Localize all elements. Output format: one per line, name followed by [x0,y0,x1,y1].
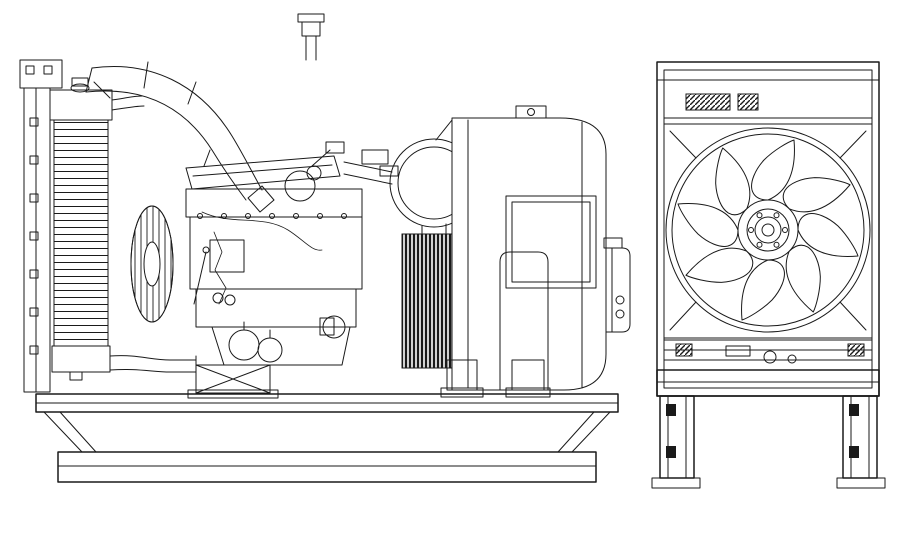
base-skid-side [35,393,619,483]
duct-clamp [143,61,149,89]
tank-bracket [725,345,751,357]
radiator-assembly [19,59,197,393]
support-leg-left [651,395,701,489]
channel-bolt-squares [29,117,39,355]
duct-flange [247,185,275,213]
lower-block [195,288,357,328]
radiator-mount-channel [23,87,51,393]
lifting-lug [515,105,547,119]
front-view [651,61,886,489]
starter-motor [319,315,346,339]
rear-bracket [361,149,389,165]
radiator-top-tank [49,89,113,121]
skid-bottom-beam [57,451,597,483]
duct-clamp [187,81,197,105]
fan-shroud [663,123,873,339]
oil-pan [211,326,351,366]
support-leg-right [836,395,886,489]
foot-pad [651,477,701,489]
air-discharge-duct [85,61,275,213]
alternator-frame [451,117,607,391]
dipstick [193,251,207,305]
terminal-housing [603,237,631,333]
bolt-hole [666,404,676,416]
fan-guard-ring [665,127,871,333]
engine [185,13,399,399]
fuel-filters [228,321,283,363]
drain-plug [763,350,777,364]
bracket-bolt-squares [25,65,53,75]
fuel-lines [213,231,227,305]
wiring-harness [201,211,323,251]
bolt-hole [666,446,676,458]
turbo-duct [343,161,393,185]
fan [665,127,871,333]
breather-pipe [297,13,325,61]
alternator-access-panel [505,195,597,289]
upper-coolant-hose [111,95,145,111]
fan-hub [737,199,799,261]
radiator-core [53,119,109,347]
crankshaft-pulley [130,205,174,323]
turbocharger [284,141,345,202]
bolt-hole [849,446,859,458]
alternator [435,105,631,398]
engine-block [189,216,363,290]
foot-pad [836,477,886,489]
tank-fitting [675,343,693,357]
base-cross-member [656,369,880,397]
cylinder-head [185,188,363,218]
radiator-bottom-tank-front [663,339,873,371]
injection-pump [209,239,245,273]
alternator-air-outlet [499,251,549,391]
drain-plug [787,354,797,364]
tank-fitting [847,343,865,357]
lifting-pad [685,93,731,111]
rear-bracket-small [379,165,399,177]
lifting-pad [737,93,759,111]
valve-cover [185,155,341,190]
coupling-housing [401,233,457,369]
alternator-feet [440,359,551,398]
engine-mount-bracket [187,364,279,399]
side-view [19,13,631,483]
drain-fitting [69,371,83,381]
lower-coolant-hose [109,355,197,377]
bolt-hole [849,404,859,416]
head-bolts [197,213,347,219]
radiator-bottom-tank [51,345,111,373]
